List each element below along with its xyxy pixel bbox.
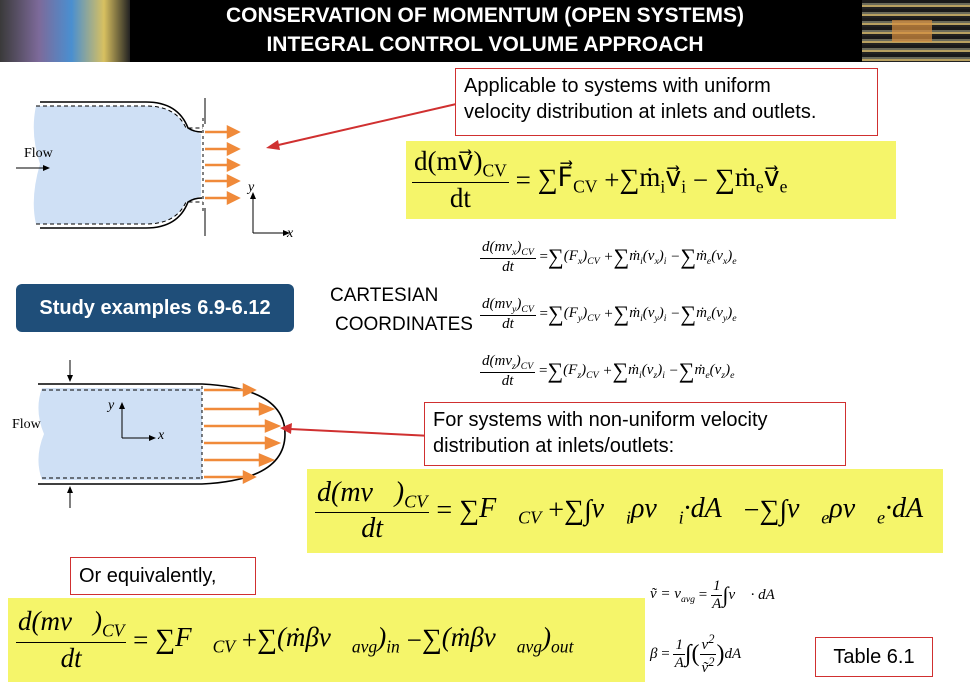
study-examples-button[interactable]: Study examples 6.9-6.12 bbox=[16, 284, 294, 332]
title-line-1: CONSERVATION OF MOMENTUM (OPEN SYSTEMS) bbox=[225, 4, 745, 27]
flow-label-top: Flow bbox=[24, 146, 53, 161]
axis-x-bottom: x bbox=[158, 428, 165, 443]
cartesian-label-line1: CARTESIAN bbox=[330, 285, 439, 306]
uniform-callout-line1: Applicable to systems with uniform bbox=[464, 75, 771, 97]
uniform-callout: Applicable to systems with uniform veloc… bbox=[455, 68, 878, 136]
callout-arrow-top bbox=[266, 101, 466, 150]
equivalently-callout: Or equivalently, bbox=[70, 557, 256, 595]
nonuniform-callout-line2: distribution at inlets/outlets: bbox=[433, 435, 675, 457]
uniform-flow-diagram bbox=[16, 98, 290, 236]
callout-arrow-bottom bbox=[280, 423, 433, 437]
uniform-callout-line2: velocity distribution at inlets and outl… bbox=[464, 101, 817, 123]
axis-y-top: y bbox=[248, 180, 255, 195]
axis-y-bottom: y bbox=[108, 398, 115, 413]
table-reference[interactable]: Table 6.1 bbox=[815, 637, 933, 677]
nonuniform-callout-line1: For systems with non-uniform velocity bbox=[433, 409, 768, 431]
nonuniform-flow-diagram bbox=[38, 360, 286, 508]
right-logo bbox=[862, 0, 970, 62]
axis-x-top: x bbox=[287, 226, 294, 241]
cartesian-label-line2: COORDINATES bbox=[335, 314, 473, 335]
title-bar: CONSERVATION OF MOMENTUM (OPEN SYSTEMS) … bbox=[0, 0, 970, 62]
flow-label-bottom: Flow bbox=[12, 417, 41, 432]
left-logo bbox=[0, 0, 130, 62]
title-line-2: INTEGRAL CONTROL VOLUME APPROACH bbox=[266, 33, 704, 56]
nonuniform-callout: For systems with non-uniform velocity di… bbox=[424, 402, 846, 466]
